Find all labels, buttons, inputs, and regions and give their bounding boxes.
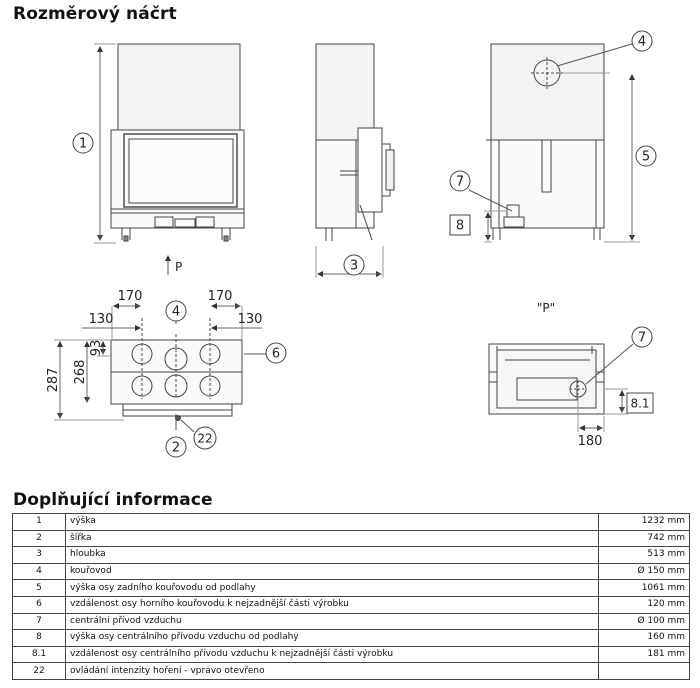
callout-3-label: 3 bbox=[350, 259, 358, 274]
dim-130-right: 130 bbox=[238, 312, 263, 327]
view-p bbox=[488, 343, 634, 432]
dim-93: 93 bbox=[89, 340, 104, 357]
row-value: Ø 150 mm bbox=[598, 562, 690, 581]
front-view bbox=[94, 43, 245, 275]
row-value: 160 mm bbox=[598, 629, 690, 647]
row-value: Ø 100 mm bbox=[598, 612, 690, 631]
row-desc: hloubka bbox=[64, 546, 600, 564]
row-desc: kouřovod bbox=[64, 562, 600, 581]
callout-4-rear-label: 4 bbox=[638, 35, 646, 50]
row-desc: vzdálenost osy horního kouřovodu k nejza… bbox=[64, 595, 600, 614]
callout-1 bbox=[72, 132, 94, 154]
callout-4-rear bbox=[631, 30, 653, 52]
callout-8-box bbox=[449, 214, 471, 236]
row-value: 513 mm bbox=[598, 546, 690, 564]
row-desc: výška osy centrálního přívodu vzduchu od… bbox=[64, 629, 600, 647]
row-desc: centrální přívod vzduchu bbox=[64, 612, 600, 631]
view-p-title: "P" bbox=[537, 301, 555, 315]
callout-2-label: 2 bbox=[172, 441, 180, 456]
dim-180: 180 bbox=[578, 434, 603, 449]
callout-5-label: 5 bbox=[642, 150, 650, 165]
callout-7-rear bbox=[449, 170, 471, 192]
dimension-drawing: 1 P 3 bbox=[46, 30, 657, 458]
callout-4-top-label: 4 bbox=[172, 305, 180, 320]
callout-6 bbox=[265, 342, 287, 364]
callout-81-label: 8.1 bbox=[630, 397, 649, 411]
sketch-heading: Rozměrový náčrt bbox=[13, 4, 177, 24]
dim-170-left: 170 bbox=[118, 289, 143, 304]
row-value: 181 mm bbox=[598, 645, 690, 664]
callout-7-bottom-label: 7 bbox=[638, 331, 646, 346]
dim-287: 287 bbox=[46, 368, 61, 393]
callout-7-bottom bbox=[631, 326, 653, 348]
callout-7-rear-label: 7 bbox=[456, 175, 464, 190]
callout-5 bbox=[635, 145, 657, 167]
row-num: 22 bbox=[12, 662, 66, 680]
row-num: 8.1 bbox=[12, 645, 66, 664]
view-arrow-p: P bbox=[175, 260, 182, 274]
row-desc: vzdálenost osy centrálního přívodu vzduc… bbox=[64, 645, 600, 664]
callout-81-box bbox=[626, 392, 654, 414]
row-desc: výška bbox=[64, 513, 600, 531]
row-num: 4 bbox=[12, 562, 66, 581]
row-num: 6 bbox=[12, 595, 66, 614]
callout-22 bbox=[193, 426, 217, 450]
callout-4-top bbox=[165, 300, 187, 322]
row-value: 1061 mm bbox=[598, 579, 690, 597]
side-view bbox=[315, 43, 395, 278]
row-value bbox=[598, 662, 690, 680]
callout-2 bbox=[165, 436, 187, 458]
row-value: 120 mm bbox=[598, 595, 690, 614]
callout-6-label: 6 bbox=[272, 347, 280, 362]
row-value: 742 mm bbox=[598, 529, 690, 548]
rear-view bbox=[468, 43, 640, 243]
info-heading: Doplňující informace bbox=[13, 490, 213, 510]
row-num: 7 bbox=[12, 612, 66, 631]
callout-8-label: 8 bbox=[456, 219, 464, 234]
row-desc: šířka bbox=[64, 529, 600, 548]
row-value: 1232 mm bbox=[598, 513, 690, 531]
row-num: 8 bbox=[12, 629, 66, 647]
row-desc: výška osy zadního kouřovodu od podlahy bbox=[64, 579, 600, 597]
row-num: 2 bbox=[12, 529, 66, 548]
dim-130-left: 130 bbox=[89, 312, 114, 327]
callout-22-label: 22 bbox=[197, 432, 212, 446]
row-num: 5 bbox=[12, 579, 66, 597]
row-desc: ovládání intenzity hoření - vpravo otevř… bbox=[64, 662, 600, 680]
dim-268: 268 bbox=[73, 360, 88, 385]
callout-1-label: 1 bbox=[79, 137, 87, 152]
callout-3 bbox=[343, 254, 365, 276]
top-view bbox=[54, 303, 266, 433]
row-num: 1 bbox=[12, 513, 66, 531]
dim-170-right: 170 bbox=[208, 289, 233, 304]
row-num: 3 bbox=[12, 546, 66, 564]
